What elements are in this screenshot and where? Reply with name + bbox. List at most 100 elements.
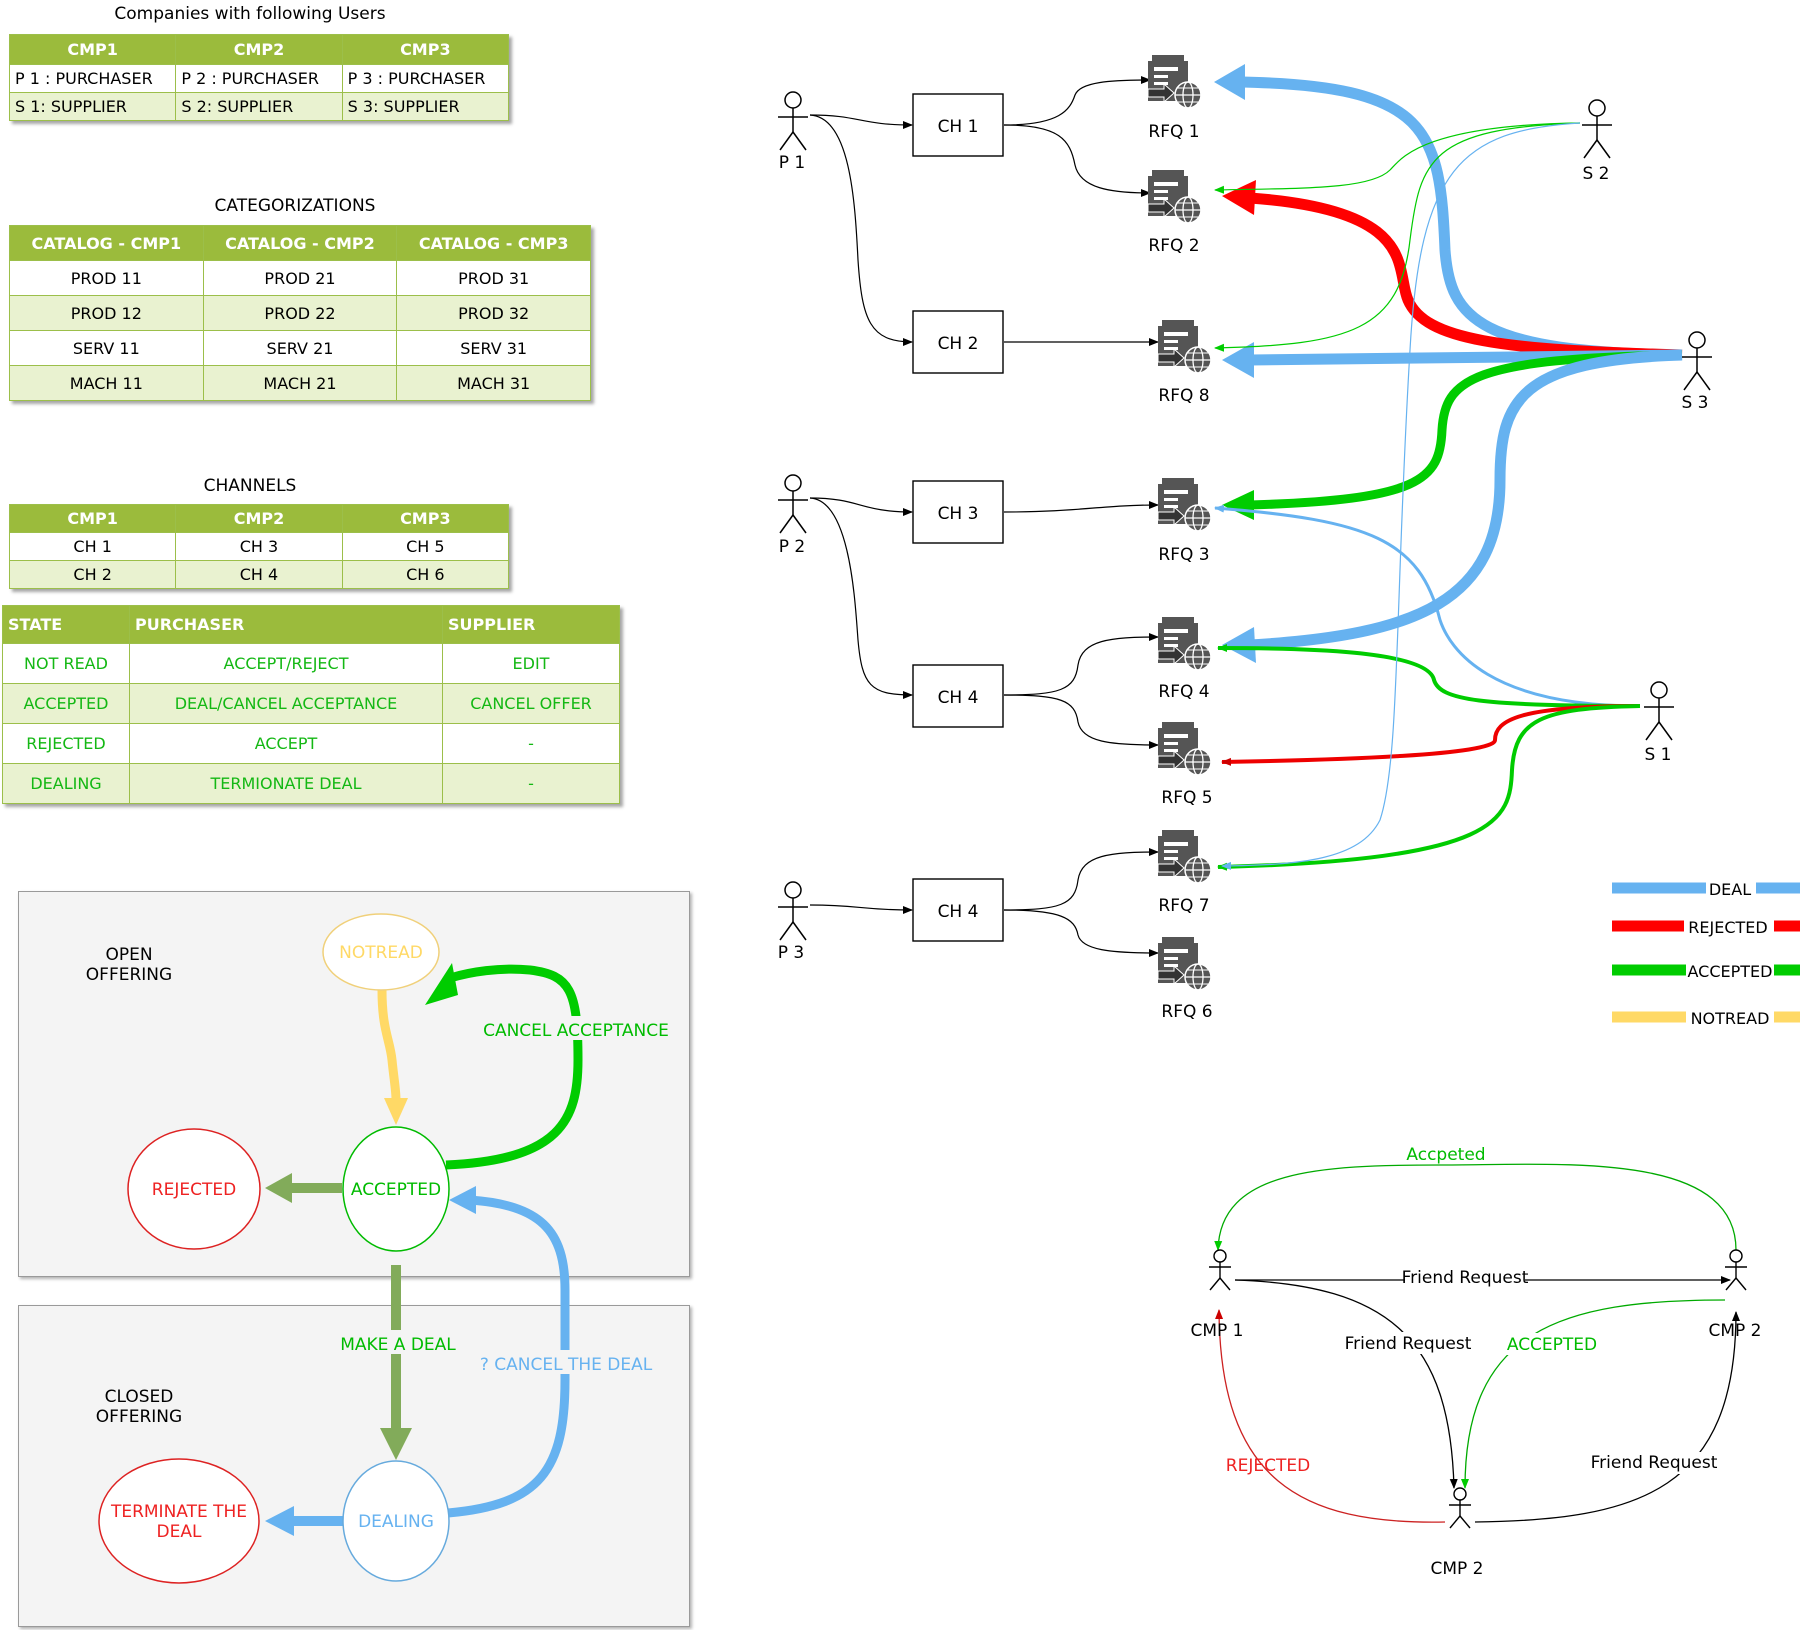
table-cell: PROD 22 [202,295,398,331]
rfq-icon [1157,616,1212,671]
company-label: CMP 1 [1190,1321,1243,1341]
table-header: CATALOG - CMP3 [396,225,591,261]
table-cell: P 2 : PURCHASER [175,64,343,93]
table-cell: ACCEPTED [2,683,130,724]
actor-label: S 1 [1644,745,1671,765]
table-cell: ACCEPT/REJECT [129,643,443,684]
channel-edges [809,76,1159,957]
table-cell: ACCEPT [129,723,443,764]
terminate-deal-label: DEAL [157,1522,202,1542]
arrowhead [425,963,458,1005]
closed-offering-label: CLOSED [105,1387,174,1407]
actor-label: P 1 [779,153,805,173]
arrowhead [449,1186,476,1214]
table-cell: S 3: SUPPLIER [341,92,510,121]
table-cell: PROD 11 [9,260,204,296]
table-cell: CH 4 [175,560,343,589]
open-offering-label: OPEN [105,945,152,965]
accepted-edge-s2-rfq2 [1214,122,1581,194]
rfq-label: RFQ 1 [1148,122,1199,142]
rfq-label: RFQ 3 [1158,545,1209,565]
cancel-the-deal-arrow [447,1195,570,1518]
friend-request-label: Friend Request [1345,1334,1472,1354]
friend-request-edge-mid [1234,1279,1458,1489]
rfq-icon [1157,319,1212,374]
arrowhead [265,1173,292,1203]
channel-box-ch3 [912,480,1004,544]
accepted-edge-s2-rfq8 [1214,122,1581,352]
actor-label: S 2 [1582,164,1609,184]
channel-box-ch4b [912,878,1004,942]
categorizations-table: CATALOG - CMP1 CATALOG - CMP2 CATALOG - … [9,225,591,401]
table-header: CMP3 [341,34,510,65]
terminate-deal-state [98,1458,260,1584]
notread-state [322,913,440,991]
table-cell: PROD 31 [396,260,591,296]
rfq-label: RFQ 5 [1161,788,1212,808]
friend-request-label: Friend Request [1591,1453,1718,1473]
rfq-icon [1147,169,1202,224]
notread-to-accepted-arrow [377,989,401,1101]
arrowhead [384,1098,408,1125]
channel-label: CH 1 [938,117,979,137]
table-cell: - [442,763,620,804]
accepted-edge-top [1214,1163,1737,1251]
channel-label: CH 3 [938,504,979,524]
rfq-icon [1157,721,1212,776]
accepted-state [342,1126,450,1252]
rfq-label: RFQ 2 [1148,236,1199,256]
rejected-edge-s1-rfq5 [1221,704,1641,766]
arrowhead [1222,180,1256,215]
legend-label: ACCEPTED [1688,962,1773,981]
cancel-acceptance-label: CANCEL ACCEPTANCE [483,1021,669,1041]
purchaser-actor-icon [777,881,809,941]
rfq-icon [1157,936,1212,991]
company-label: CMP 2 [1430,1559,1483,1579]
categorizations-table-title: CATEGORIZATIONS [214,196,376,216]
dealing-state [342,1460,450,1582]
rejected-state-label: REJECTED [152,1180,236,1200]
channel-label: CH 4 [938,902,979,922]
table-header: CMP1 [8,504,177,533]
open-offering-label: OFFERING [86,965,172,985]
channel-box-ch4 [912,664,1004,728]
rfqs: RFQ 1 RFQ 2 RFQ 8 RFQ 3 RFQ 4 RFQ 5 RFQ … [1147,54,1213,1022]
rejected-label: REJECTED [1226,1456,1310,1476]
rfq-label: RFQ 4 [1158,682,1209,702]
accepted-edge-s1-rfq4 [1217,644,1641,708]
arrowhead [380,1428,412,1460]
legend: DEAL REJECTED ACCEPTED NOTREAD [1612,878,1800,1028]
cancel-acceptance-arrow [445,964,583,1170]
table-header: SUPPLIER [442,605,620,644]
purchaser-actor-icon [777,91,809,151]
table-header: STATE [2,605,130,644]
table-header: CMP2 [175,504,343,533]
deal-edge-s1-rfq3 [1214,504,1641,708]
purchaser-actor-icon [777,474,809,534]
state-machine: OPEN OFFERING CLOSED OFFERING NOTREAD AC… [86,913,672,1584]
states-table: STATE PURCHASER SUPPLIER NOT READ ACCEPT… [2,605,620,804]
table-cell: DEAL/CANCEL ACCEPTANCE [129,683,443,724]
notread-state-label: NOTREAD [339,943,423,963]
table-cell: P 1 : PURCHASER [8,64,177,93]
cancel-the-deal-label: ? CANCEL THE DEAL [480,1355,653,1375]
channels-table: CMP1 CMP2 CMP3 CH 1 CH 3 CH 5 CH 2 CH 4 … [8,504,510,589]
make-a-deal-label: MAKE A DEAL [340,1335,456,1355]
table-cell: CH 2 [8,560,177,589]
accepted-edge-s1-rfq7 [1217,704,1641,871]
table-cell: SERV 31 [396,330,591,366]
channel-label: CH 2 [938,334,979,354]
terminate-deal-label: TERMINATE THE [110,1502,247,1522]
closed-offering-label: OFFERING [96,1407,182,1427]
channel-box-ch2 [912,310,1004,374]
supplier-edges [1214,64,1683,871]
deal-edge-s3-rfq1 [1237,76,1683,361]
table-cell: MACH 11 [9,365,204,401]
rejected-state [127,1128,261,1250]
table-cell: MACH 21 [202,365,398,401]
accepted-edge-s3-rfq3 [1249,350,1683,510]
table-header: CMP3 [341,504,510,533]
actor-label: P 3 [778,943,804,963]
table-cell: S 1: SUPPLIER [8,92,177,121]
